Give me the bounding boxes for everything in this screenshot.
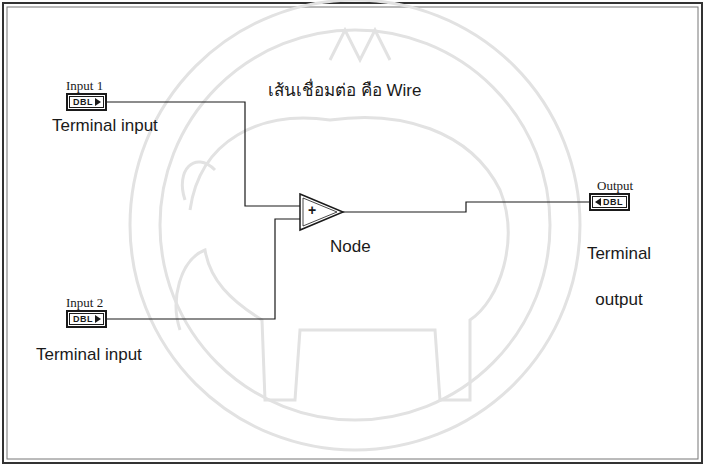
control-terminal: Input 2 DBL [66, 295, 107, 328]
terminal-name: Input 1 [66, 78, 103, 93]
terminal-caption: Terminal input [52, 116, 158, 136]
add-triangle-inner [303, 198, 337, 226]
direction-mark [95, 98, 102, 106]
direction-mark [594, 198, 601, 206]
inner-frame [7, 7, 698, 459]
data-type: DBL [603, 197, 623, 207]
add-triangle [299, 193, 347, 233]
operator-symbol: + [308, 202, 316, 218]
wire [107, 219, 300, 319]
terminal-caption: Terminal input [36, 345, 142, 365]
data-type: DBL [73, 97, 93, 107]
wire-note: เส้นเชื่อมต่อ คือ Wire [268, 81, 421, 101]
data-type: DBL [73, 314, 93, 324]
terminal-name: Output [597, 178, 633, 193]
wire [343, 202, 589, 212]
node-name: Node [330, 237, 371, 257]
dbl-box: DBL [66, 310, 107, 328]
terminal-name: Input 2 [66, 295, 103, 310]
add-triangle [300, 194, 343, 230]
terminal-caption: Terminal output [578, 231, 660, 323]
add-function-node: + Node [299, 193, 379, 263]
indicator-terminal: OutputDBL [589, 178, 633, 211]
dbl-box: DBL [66, 93, 107, 111]
dbl-box: DBL [589, 193, 630, 211]
outer-frame [3, 3, 702, 463]
direction-mark [95, 315, 102, 323]
watermark-seal [130, 0, 580, 450]
control-terminal: Input 1 DBL [66, 78, 107, 111]
